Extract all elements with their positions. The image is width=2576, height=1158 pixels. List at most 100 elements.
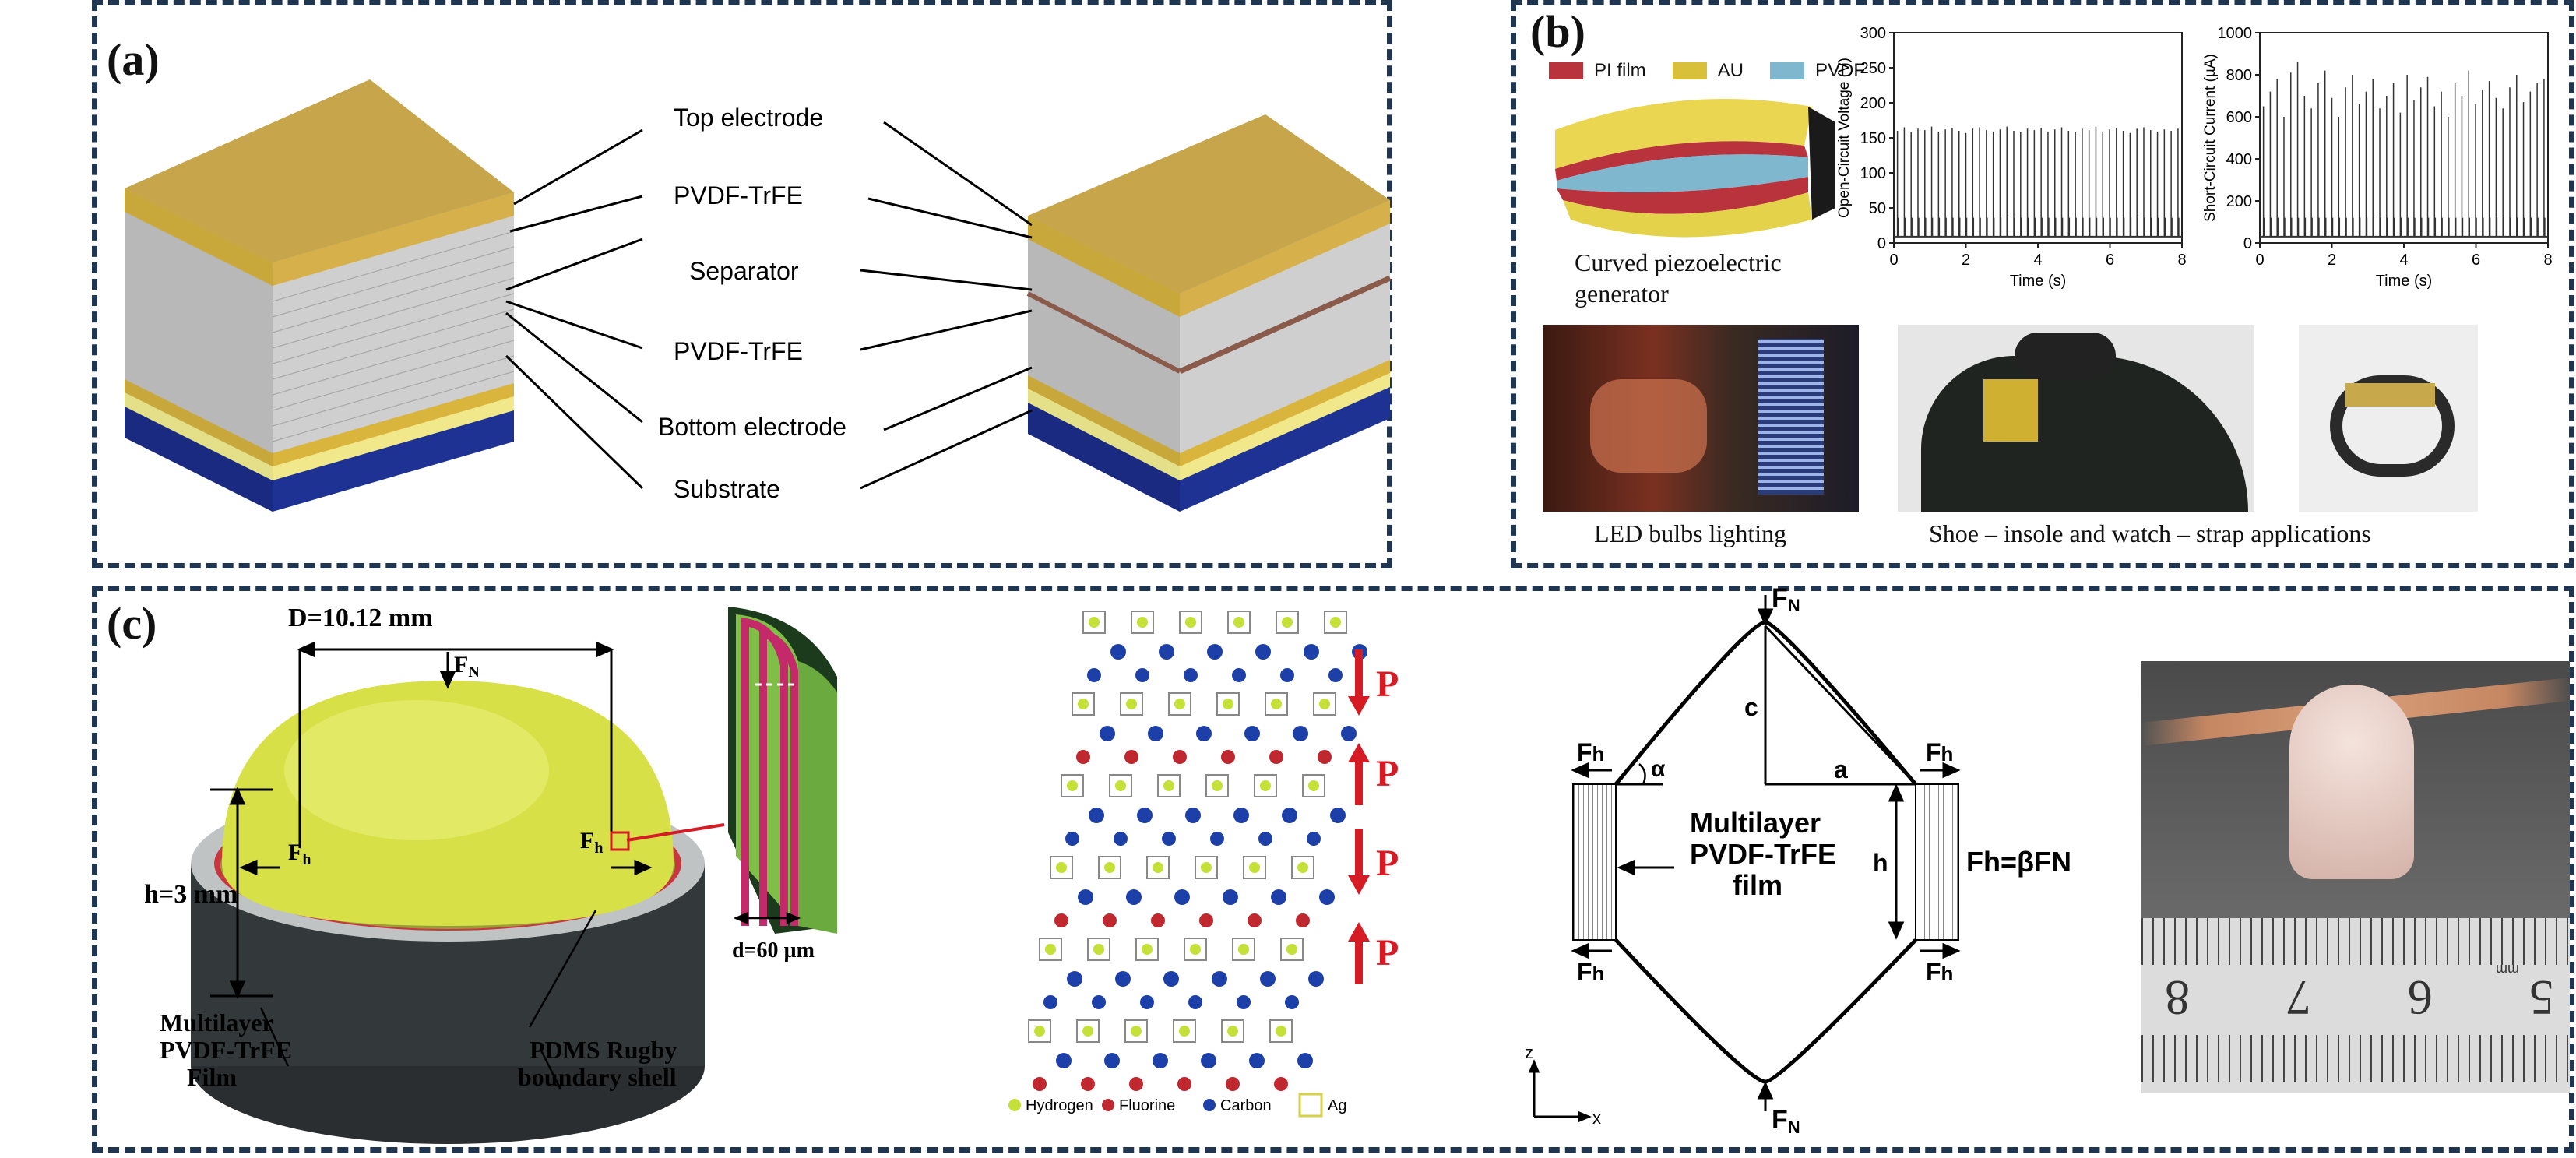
diagram-text-2: PVDF-TrFE <box>1690 838 1836 870</box>
atom <box>1103 913 1117 927</box>
dim-h-label: h <box>1873 849 1888 877</box>
legend-dot <box>1203 1099 1216 1111</box>
atom <box>1092 995 1106 1009</box>
ag-cell <box>1227 611 1251 634</box>
atom <box>1269 750 1283 764</box>
polarization-label: P <box>1376 843 1399 884</box>
carbon-atom <box>1255 644 1271 660</box>
carbon-atom <box>1089 808 1104 823</box>
relation-label: Fh=βFN <box>1966 846 2071 878</box>
ag-cell <box>1168 692 1191 716</box>
carbon-atom <box>1126 889 1142 905</box>
y-tick-label: 300 <box>1860 25 1886 42</box>
carbon-atom <box>1137 808 1153 823</box>
y-axis-label: Open-Circuit Voltage (V) <box>1836 58 1853 218</box>
curved-generator-illustration <box>1555 99 1835 238</box>
hydrogen-atom <box>1137 617 1148 628</box>
signal-trace <box>2262 62 2546 237</box>
ag-cell <box>1157 774 1181 797</box>
ag-cell <box>1120 692 1143 716</box>
panel-c-label: (c) <box>107 598 157 649</box>
hydrogen-atom <box>1067 780 1078 791</box>
polarization-arrowhead <box>1348 743 1370 762</box>
hydrogen-atom <box>1330 617 1341 628</box>
ag-cell <box>1276 611 1299 634</box>
height-label: h=3 mm <box>144 880 238 909</box>
ag-cell <box>1109 774 1132 797</box>
carbon-atom <box>1244 726 1260 741</box>
carbon-atom <box>1148 726 1163 741</box>
panel-a: (a) <box>92 0 1392 568</box>
layer-label-substrate: Substrate <box>674 475 780 503</box>
carbon-atom <box>1308 971 1324 987</box>
layer-label-pvdf-2: PVDF-TrFE <box>674 337 803 365</box>
legend-swatch-pvdf <box>1770 62 1805 79</box>
atom <box>1199 913 1213 927</box>
x-axis-label: Time (s) <box>2010 273 2067 290</box>
ag-cell <box>1179 611 1202 634</box>
hydrogen-atom <box>1115 780 1126 791</box>
ag-cell <box>1232 938 1255 961</box>
generator-caption-2: generator <box>1575 280 1669 308</box>
x-tick-label: 4 <box>2033 252 2042 269</box>
atom <box>1237 995 1251 1009</box>
force-fh-br: Fh <box>1926 958 1953 986</box>
carbon-atom <box>1207 644 1223 660</box>
dome-device-illustration: D=10.12 mm h=3 mm FN Fh Fh Multilayer PV… <box>144 604 837 1144</box>
signal-trace <box>1896 126 2180 237</box>
hydrogen-atom <box>1153 862 1163 873</box>
atom <box>1307 832 1321 846</box>
x-tick-label: 2 <box>2328 252 2336 269</box>
right-stack-cube <box>1026 114 1392 512</box>
ag-cell <box>1195 856 1218 879</box>
ag-cell <box>1280 938 1304 961</box>
legend-label: Ag <box>1328 1097 1346 1114</box>
hydrogen-atom <box>1249 862 1260 873</box>
atom <box>1129 1077 1143 1091</box>
carbon-atom <box>1201 1053 1216 1068</box>
atom <box>1232 668 1246 682</box>
y-tick-label: 1000 <box>2218 25 2253 42</box>
device-photo: 5 6 7 8 mm <box>2141 661 2570 1093</box>
ag-cell <box>1324 611 1347 634</box>
atom <box>1188 995 1202 1009</box>
shoe-photo <box>1898 325 2254 512</box>
panel-b-label: (b) <box>1530 6 1585 57</box>
ag-cell <box>1313 692 1336 716</box>
polarization-label: P <box>1376 753 1399 794</box>
led-photo <box>1543 325 1859 512</box>
legend-label-pi: PI film <box>1594 60 1646 81</box>
carbon-atom <box>1067 971 1082 987</box>
layer-label-pvdf-1: PVDF-TrFE <box>674 181 803 209</box>
atom <box>1280 668 1294 682</box>
hydrogen-atom <box>1260 780 1271 791</box>
carbon-atom <box>1293 726 1308 741</box>
layer-label-top-electrode: Top electrode <box>674 104 823 132</box>
ag-cell <box>1076 1019 1100 1043</box>
ag-cell <box>1087 938 1110 961</box>
y-tick-label: 100 <box>1860 165 1886 182</box>
atom <box>1221 750 1235 764</box>
carbon-atom <box>1282 808 1297 823</box>
hydrogen-atom <box>1271 699 1282 709</box>
carbon-atom <box>1341 726 1357 741</box>
carbon-atom <box>1319 889 1335 905</box>
legend-label-pvdf: PVDF <box>1815 60 1866 81</box>
ag-cell <box>1082 611 1106 634</box>
carbon-atom <box>1212 971 1227 987</box>
y-axis-label: Short-Circuit Current (µA) <box>2202 54 2219 222</box>
ag-cell <box>1243 856 1266 879</box>
ag-cell <box>1291 856 1314 879</box>
ag-cell <box>1205 774 1229 797</box>
atom <box>1296 913 1310 927</box>
x-axis-label: Time (s) <box>2376 273 2433 290</box>
hydrogen-atom <box>1201 862 1212 873</box>
ag-cell <box>1173 1019 1196 1043</box>
film-label-3: Film <box>187 1063 237 1091</box>
caption-led: LED bulbs lighting <box>1594 519 1787 547</box>
ag-cell <box>1050 856 1073 879</box>
left-stack-cube <box>125 79 515 512</box>
ag-cell <box>1072 692 1095 716</box>
y-tick-label: 200 <box>1860 95 1886 112</box>
atom <box>1318 750 1332 764</box>
